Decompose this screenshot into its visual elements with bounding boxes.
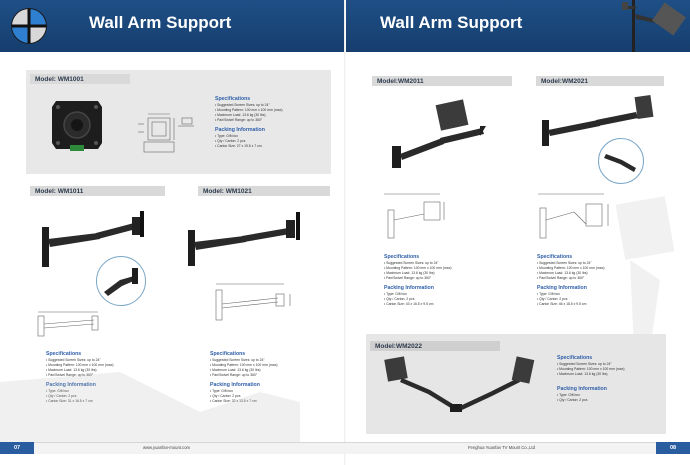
wm2022-model-label: Model:WM2022: [370, 341, 500, 351]
wm2011-product-image: [392, 99, 486, 168]
wm1011-pack-title: Packing Information: [46, 382, 96, 388]
wm2021-pack-line: • Type: Gift box: [537, 292, 560, 296]
wm1011-detail-image: [104, 268, 138, 296]
wm1001-model-label: Model: WM1001: [30, 74, 130, 84]
wm2021-spec-line: • Suggested Screen Sizes: up to 24": [537, 261, 592, 265]
wm2022-spec-line: • Mounting Pattern: 100 mm x 100 mm (max…: [557, 367, 625, 371]
wm1001-pack-line: • Type: Gift box: [215, 134, 238, 138]
wm2011-spec-line: • Pan/Swivel Range: up to 360°: [384, 276, 432, 280]
wm2021-detail-image: [604, 154, 636, 172]
wm1001-product-image: [52, 101, 102, 151]
wm1021-spec-line: • Pan/Swivel Range: up to 360°: [210, 373, 258, 377]
wm1011-spec-line: • Maximum Load: 13.6 kg (30 lbs): [46, 368, 97, 372]
wm2022-spec-title: Specifications: [557, 355, 593, 361]
page-number-right: 08: [656, 442, 690, 454]
page-number-left: 07: [0, 442, 34, 454]
wm2022-pack-title: Packing Information: [557, 386, 607, 392]
wm2011-pack-line: • Qty / Carton: 2 pcs: [384, 297, 415, 301]
wm2011-dimension-drawing: [384, 193, 445, 239]
wm2021-pack-line: • Qty / Carton: 2 pcs: [537, 297, 568, 301]
wm1011-spec-line: • Suggested Screen Sizes: up to 24": [46, 358, 101, 362]
wm2021-pack-title: Packing Information: [537, 285, 587, 291]
page-title-right: Wall Arm Support: [380, 13, 523, 32]
wm1021-model-label: Model: WM1021: [198, 186, 330, 196]
page-title-left: Wall Arm Support: [89, 13, 232, 32]
wm2022-pack-line: • Type: Gift box: [557, 393, 580, 397]
footer-bar: [0, 442, 690, 454]
wm1001-spec-line: • Suggested Screen Sizes: up to 24": [215, 103, 270, 107]
wm1021-pack-line: • Type: Gift box: [210, 389, 233, 393]
wm2011-spec-line: • Mounting Pattern: 100 mm x 100 mm (max…: [384, 266, 452, 270]
wm1001-spec-line: • Mounting Pattern: 100 mm x 100 mm (max…: [215, 108, 283, 112]
wm1021-spec-line: • Suggested Screen Sizes: up to 24": [210, 358, 265, 362]
wm1011-product-image: [42, 211, 144, 267]
wm1001-dimension-drawing: [138, 113, 194, 153]
wm1021-spec-line: • Maximum Load: 13.6 kg (30 lbs): [210, 368, 261, 372]
wm2011-spec-title: Specifications: [384, 254, 420, 260]
wm1011-pack-line: • Qty / Carton: 2 pcs: [46, 394, 76, 399]
wm1011-pack-line: • Carton Size: 31 x 16.5 x 7 cm: [46, 399, 93, 404]
wm1021-pack-line: • Qty / Carton: 2 pcs: [210, 394, 241, 398]
background-arm-watermark-image: [0, 372, 300, 442]
wm1021-pack-line: • Carton Size: 32 x 13.5 x 7 cm: [210, 399, 257, 404]
wm1001-pack-line: • Carton Size: 27 x 19.5 x 7 cm: [215, 144, 262, 148]
wm2021-spec-line: • Pan/Swivel Range: up to 360°: [537, 276, 585, 280]
wm2021-spec-line: • Maximum Load: 13.6 kg (30 lbs): [537, 271, 588, 275]
footer-company: Fenghua Yuanfan TV Mount Co.,Ltd: [468, 445, 535, 450]
wm1011-dimension-drawing: [37, 311, 99, 337]
wm2021-product-image: [542, 94, 654, 146]
wm2022-product-image: [384, 356, 535, 412]
wm2011-spec-line: • Maximum Load: 13.6 kg (30 lbs): [384, 271, 435, 275]
wm2011-pack-title: Packing Information: [384, 285, 434, 291]
wm2022-spec-line: • Maximum Load: 13.6 kg (30 lbs): [557, 372, 608, 376]
brand-logo-icon: [11, 8, 47, 44]
wm1001-spec-line: • Pan/Swivel Range: up to 360°: [215, 118, 263, 122]
wm2021-pack-line: • Carton Size: 46 x 18.5 x 9.5 cm: [537, 302, 587, 306]
wm1011-spec-line: • Pan/Swivel Range: up to 360°: [46, 373, 94, 377]
wm1021-pack-title: Packing Information: [210, 382, 260, 388]
wm2021-dimension-drawing: [538, 193, 609, 239]
wm2011-spec-line: • Suggested Screen Sizes: up to 24": [384, 261, 439, 265]
wm2011-model-label: Model:WM2011: [372, 76, 512, 86]
wm1001-spec-line: • Maximum Load: 13.6 kg (30 lbs): [215, 113, 266, 117]
wm1001-spec-title: Specifications: [215, 96, 251, 102]
wm1011-model-label: Model: WM1011: [30, 186, 165, 196]
wm1011-spec-line: • Mounting Pattern: 100 mm x 100 mm (max…: [46, 363, 114, 367]
page-gutter: [344, 0, 346, 465]
wm1021-spec-title: Specifications: [210, 351, 246, 357]
wm1021-dimension-drawing: [215, 283, 291, 321]
wm1021-spec-line: • Mounting Pattern: 100 mm x 100 mm (max…: [210, 363, 278, 367]
wm2022-pack-line: • Qty / Carton: 2 pcs: [557, 398, 588, 402]
footer-website: www.yuanfan-mount.com: [143, 445, 191, 450]
background-arm-watermark-image: [615, 196, 675, 350]
wm2011-pack-line: • Carton Size: 43 x 16.5 x 9.5 cm: [384, 302, 434, 306]
wm2011-pack-line: • Type: Gift box: [384, 292, 407, 296]
wm1001-pack-title: Packing Information: [215, 127, 265, 133]
wm1021-product-image: [188, 212, 300, 266]
wm1011-spec-title: Specifications: [46, 351, 82, 357]
wm2022-spec-line: • Suggested Screen Sizes: up to 24": [557, 362, 612, 366]
wm1011-pack-line: • Type: Gift box: [46, 389, 69, 394]
header-monitor-arm-image: [622, 0, 686, 52]
wm2021-spec-line: • Mounting Pattern: 100 mm x 100 mm (max…: [537, 266, 605, 270]
wm1001-pack-line: • Qty / Carton: 2 pcs: [215, 139, 246, 143]
wm2021-model-label: Model:WM2021: [536, 76, 664, 86]
wm2021-spec-title: Specifications: [537, 254, 573, 260]
